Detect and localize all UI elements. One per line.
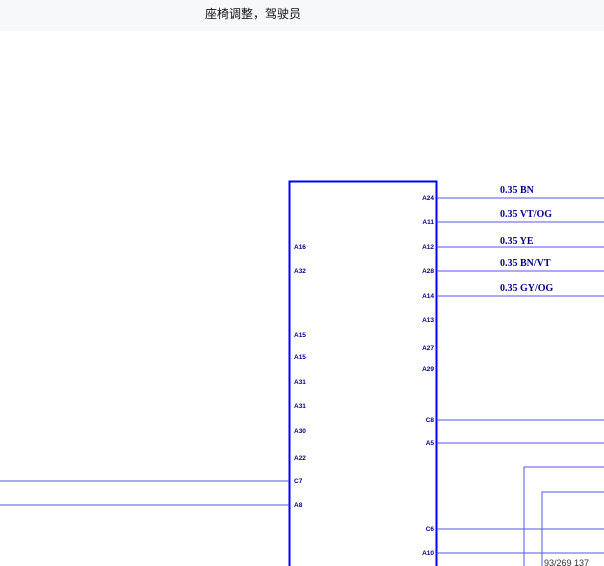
wire-color-label: 0.35 GY/OG <box>500 283 554 294</box>
wire-branch <box>541 491 604 566</box>
wire-color-label: 0.35 VT/OG <box>500 209 552 220</box>
pin-label-left: A8 <box>294 502 303 509</box>
control-module-box <box>288 180 438 566</box>
pin-label-right: C6 <box>426 526 435 533</box>
pin-label-left: A31 <box>294 379 306 386</box>
pin-label-right: A24 <box>422 195 434 202</box>
pin-label-left: A22 <box>294 455 306 462</box>
pin-label-right: A28 <box>422 268 434 275</box>
title-bar: 座椅调整，驾驶员 <box>0 0 604 31</box>
pin-label-right: A11 <box>422 219 434 226</box>
pin-label-right: A29 <box>422 366 434 373</box>
pin-label-left: A15 <box>294 332 306 339</box>
pin-label-right: A13 <box>422 317 434 324</box>
pin-label-left: A15 <box>294 354 306 361</box>
pin-label-right: A5 <box>426 440 435 447</box>
pin-label-right: A12 <box>422 244 434 251</box>
pin-label-left: A30 <box>294 428 306 435</box>
pin-label-left: A32 <box>294 268 306 275</box>
wire-branch <box>523 466 604 566</box>
wire-color-label: 0.35 YE <box>500 236 534 247</box>
pin-label-right: A27 <box>422 345 434 352</box>
pin-label-right: A14 <box>422 293 434 300</box>
pin-label-left: A16 <box>294 244 306 251</box>
wire-color-label: 0.35 BN <box>500 185 535 196</box>
page-title: 座椅调整，驾驶员 <box>204 7 301 21</box>
pin-label-right: C8 <box>426 417 435 424</box>
footnote-reference: 93/269 137 <box>544 558 589 566</box>
pin-label-left: A31 <box>294 403 306 410</box>
pin-label-right: A10 <box>422 550 434 557</box>
pin-label-left: C7 <box>294 478 303 485</box>
wire-color-label: 0.35 BN/VT <box>500 258 551 269</box>
